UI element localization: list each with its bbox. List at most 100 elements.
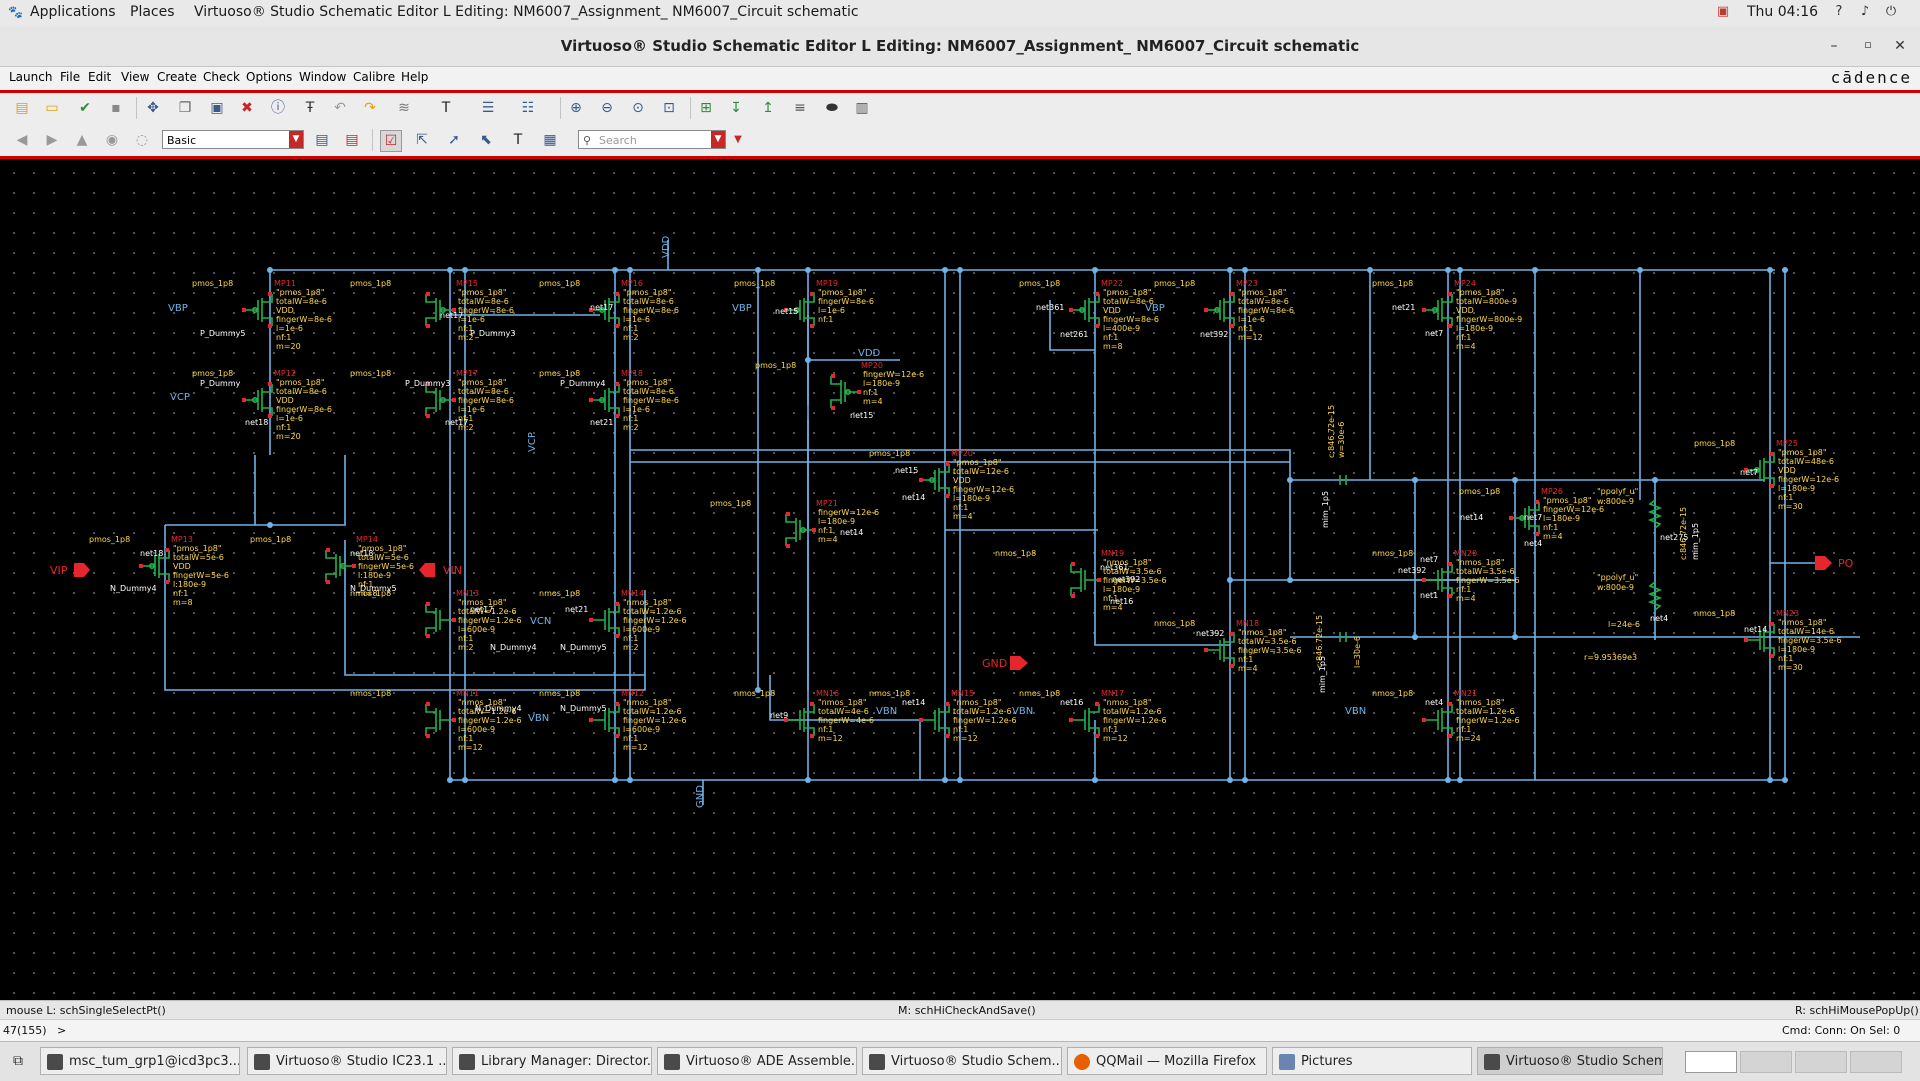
select-instance-icon[interactable]: ⬉ — [480, 132, 492, 148]
distribute-icon[interactable]: ☷ — [521, 100, 535, 116]
back-icon[interactable]: ◀ — [16, 132, 28, 148]
places-menu[interactable]: Places — [130, 4, 175, 20]
transistor-mp21b[interactable] — [919, 462, 950, 498]
menu-file[interactable]: File — [60, 70, 81, 84]
command-prompt[interactable]: > — [57, 1024, 67, 1037]
activities-foot-icon[interactable]: 🐾 — [8, 5, 23, 19]
transistor-mn15[interactable] — [919, 702, 950, 738]
maximize-icon[interactable]: ▫ — [1864, 38, 1872, 51]
task-virtuoso-ciw[interactable]: Virtuoso® Studio IC23.1 ... — [247, 1047, 447, 1075]
transistor-mn21[interactable] — [1422, 702, 1453, 738]
applications-menu[interactable]: Applications — [30, 4, 116, 20]
show-desktop-icon[interactable]: ⧉ — [13, 1053, 23, 1069]
workspace-3[interactable] — [1795, 1051, 1847, 1073]
menu-help[interactable]: Help — [401, 70, 429, 84]
menu-edit[interactable]: Edit — [88, 70, 112, 84]
transistor-mn12[interactable] — [589, 702, 620, 738]
save-icon[interactable]: ▪ — [111, 100, 121, 116]
pin-gnd[interactable]: GND — [982, 656, 1028, 670]
transistor-mp11[interactable] — [242, 292, 273, 328]
history-icon[interactable]: ◉ — [105, 132, 119, 148]
clock[interactable]: Thu 04:16 — [1747, 4, 1819, 20]
symbol-icon[interactable]: ⬬ — [826, 100, 838, 116]
pin-icon[interactable]: ≡ — [794, 100, 806, 116]
task-terminal[interactable]: msc_tum_grp1@icd3pc3... — [40, 1047, 240, 1075]
transistor-mp26[interactable] — [1509, 500, 1540, 536]
transistor-mn19[interactable] — [1070, 562, 1101, 598]
transistor-mp25[interactable] — [1744, 452, 1775, 488]
pin-vip[interactable]: VIP — [50, 563, 90, 577]
select-mode-icon[interactable]: ☑ — [380, 130, 402, 152]
search-dropdown-icon[interactable]: ▼ — [711, 131, 725, 148]
transistor-mp16[interactable] — [589, 292, 620, 328]
transistor-mp18[interactable] — [589, 382, 620, 418]
transistor-mn18[interactable] — [1204, 632, 1235, 668]
select-text-icon[interactable]: T — [513, 132, 523, 148]
transistor-mn17[interactable] — [1069, 702, 1100, 738]
stretch-icon[interactable]: ▣ — [210, 100, 224, 116]
transistor-mp21[interactable] — [785, 512, 816, 548]
zoom-in-icon[interactable]: ⊕ — [570, 100, 582, 116]
menu-options[interactable]: Options — [246, 70, 293, 84]
delete-icon[interactable]: ✖ — [241, 100, 253, 116]
workspace-delete-icon[interactable]: ▤ — [345, 132, 359, 148]
close-icon[interactable]: ✕ — [1894, 38, 1906, 54]
task-pictures[interactable]: Pictures — [1272, 1047, 1472, 1075]
select-area-icon[interactable]: ⇱ — [416, 132, 428, 148]
transistor-mp22[interactable] — [1069, 292, 1100, 328]
power-icon[interactable]: ⏻ — [1885, 4, 1897, 19]
zoom-fit-icon[interactable]: ⊙ — [632, 100, 644, 116]
hierarchy-icon[interactable]: ⊞ — [700, 100, 712, 116]
filter-icon[interactable]: ▦ — [543, 132, 557, 148]
transistor-mn14[interactable] — [589, 602, 620, 638]
zoom-out-icon[interactable]: ⊖ — [601, 100, 613, 116]
zoom-box-icon[interactable]: ⊡ — [663, 100, 675, 116]
select-pointer-icon[interactable]: ➚ — [448, 132, 460, 148]
undo-icon[interactable]: ↶ — [334, 100, 346, 116]
text-icon[interactable]: T — [441, 100, 451, 116]
menu-view[interactable]: View — [121, 70, 150, 84]
open-icon[interactable]: ▭ — [45, 100, 59, 116]
workspace-dropdown[interactable]: Basic ▼ — [162, 130, 304, 149]
workspace-switcher[interactable] — [1685, 1051, 1737, 1073]
search-options-icon[interactable]: ▼ — [734, 134, 742, 145]
transistor-mp23[interactable] — [1204, 292, 1235, 328]
transistor-mp14[interactable] — [325, 548, 356, 584]
new-icon[interactable]: ▤ — [15, 100, 29, 116]
copy-icon[interactable]: ❐ — [178, 100, 192, 116]
menu-check[interactable]: Check — [203, 70, 240, 84]
transistor-mp15[interactable] — [425, 292, 456, 328]
wire-net-icon[interactable]: ≋ — [398, 100, 410, 116]
task-firefox[interactable]: QQMail — Mozilla Firefox — [1067, 1047, 1267, 1075]
transistor-mp13[interactable] — [139, 548, 170, 584]
refresh-icon[interactable]: ◌ — [135, 132, 149, 148]
search-input[interactable]: ⚲ Search ▼ — [578, 130, 726, 149]
menu-create[interactable]: Create — [157, 70, 197, 84]
task-ade-assembler[interactable]: Virtuoso® ADE Assemble... — [657, 1047, 857, 1075]
notes-icon[interactable]: ▥ — [855, 100, 869, 116]
workspace-4[interactable] — [1850, 1051, 1902, 1073]
task-library-manager[interactable]: Library Manager: Director... — [452, 1047, 652, 1075]
workspace-2[interactable] — [1740, 1051, 1792, 1073]
menu-launch[interactable]: Launch — [9, 70, 53, 84]
transistor-mp19[interactable] — [784, 292, 815, 328]
workspace-save-icon[interactable]: ▤ — [315, 132, 329, 148]
descend-icon[interactable]: ↧ — [730, 100, 742, 116]
up-icon[interactable]: ▲ — [76, 132, 88, 148]
transistor-mp12[interactable] — [242, 382, 273, 418]
properties-icon[interactable]: ⓘ — [271, 100, 285, 116]
transistor-mn20[interactable] — [1422, 562, 1453, 598]
menu-calibre[interactable]: Calibre — [353, 70, 396, 84]
pin-po[interactable]: PO — [1815, 556, 1854, 570]
transistor-mp24[interactable] — [1422, 292, 1453, 328]
transistor-mp17[interactable] — [425, 382, 456, 418]
transistor-mn23[interactable] — [1744, 622, 1775, 658]
accessibility-icon[interactable]: ? — [1835, 4, 1843, 19]
window-titlebar[interactable]: Virtuoso® Studio Schematic Editor L Edit… — [0, 26, 1920, 67]
task-schematic-2[interactable]: Virtuoso® Studio Schem... — [1477, 1047, 1663, 1075]
pin-vin[interactable]: VIN — [419, 563, 462, 577]
check-save-icon[interactable]: ✔ — [79, 100, 91, 116]
transistor-mp20[interactable] — [830, 374, 861, 410]
schematic-drawing[interactable]: VIP VIN GND PO VDD GND VBP VCP VBP VCP V… — [0, 159, 1920, 1000]
move-icon[interactable]: ✥ — [147, 100, 159, 116]
